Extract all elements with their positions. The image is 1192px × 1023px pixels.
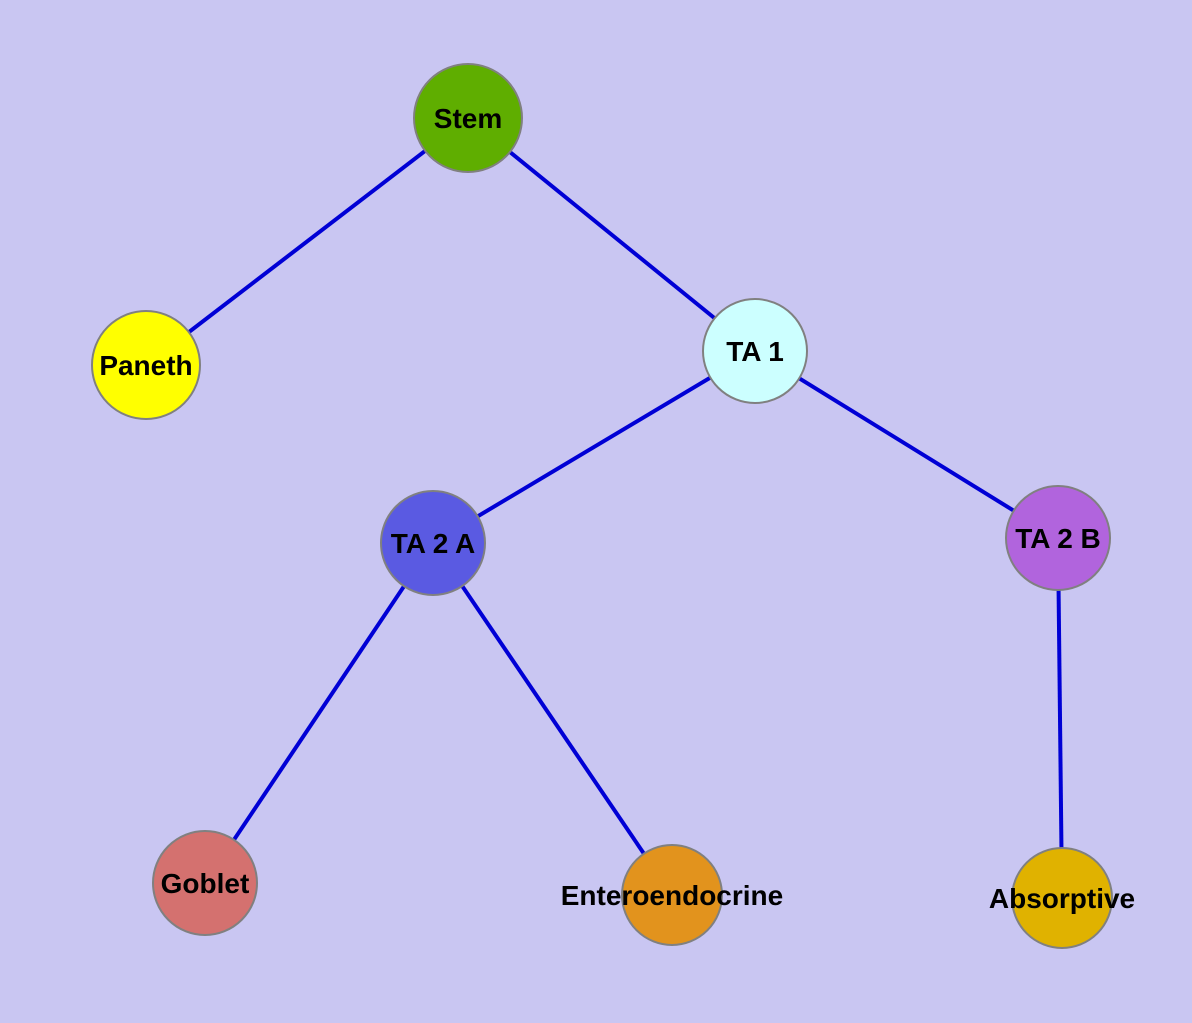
- edge-stem-paneth: [144, 116, 470, 367]
- node-circle-stem[interactable]: [413, 63, 523, 173]
- edge-stem-ta1: [466, 116, 757, 353]
- node-paneth[interactable]: Paneth: [91, 310, 201, 420]
- node-ta2b[interactable]: TA 2 B: [1005, 485, 1111, 591]
- node-stem[interactable]: Stem: [413, 63, 523, 173]
- edge-ta1-ta2a: [431, 349, 757, 545]
- node-ta1[interactable]: TA 1: [702, 298, 808, 404]
- node-circle-ta1[interactable]: [702, 298, 808, 404]
- node-absorptive[interactable]: Absorptive: [989, 847, 1135, 949]
- node-circle-ta2b[interactable]: [1005, 485, 1111, 591]
- node-circle-absorptive[interactable]: [1011, 847, 1113, 949]
- node-enteroendocrine[interactable]: Enteroendocrine: [561, 844, 783, 946]
- edge-ta2b-absorptive: [1056, 537, 1064, 899]
- edge-ta2a-enteroendocrine: [431, 541, 674, 897]
- edge-ta1-ta2b: [753, 349, 1060, 540]
- node-goblet[interactable]: Goblet: [152, 830, 258, 936]
- node-circle-goblet[interactable]: [152, 830, 258, 936]
- node-circle-paneth[interactable]: [91, 310, 201, 420]
- node-circle-ta2a[interactable]: [380, 490, 486, 596]
- edge-ta2a-goblet: [203, 541, 435, 885]
- node-circle-enteroendocrine[interactable]: [621, 844, 723, 946]
- node-ta2a[interactable]: TA 2 A: [380, 490, 486, 596]
